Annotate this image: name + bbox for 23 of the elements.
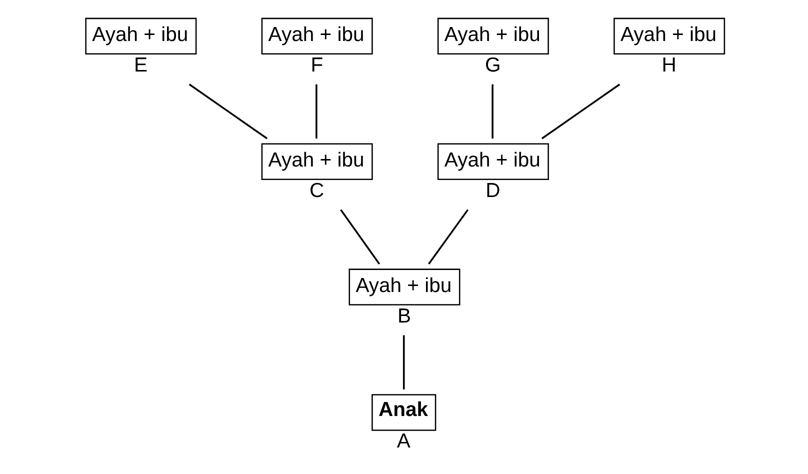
node-label: G (484, 54, 500, 76)
connector (315, 84, 317, 139)
connector (491, 84, 493, 139)
node-box: Ayah + ibu (436, 143, 548, 180)
node-label: B (397, 305, 411, 328)
node-label: A (396, 430, 410, 453)
node-box: Ayah + ibu (348, 268, 460, 306)
node-box: Ayah + ibu (613, 18, 725, 55)
node-label: F (310, 54, 323, 76)
node-label: C (308, 180, 324, 202)
node-label: E (133, 54, 148, 76)
node-box: Ayah + ibu (260, 143, 372, 180)
connector (540, 84, 620, 140)
connector (402, 335, 404, 390)
connector (428, 209, 468, 264)
node-label: D (485, 180, 500, 202)
node-label: H (661, 54, 676, 76)
connector (340, 209, 380, 264)
node-box: Ayah + ibu (260, 18, 372, 55)
node-box: Ayah + ibu (84, 18, 196, 55)
connector (188, 84, 268, 140)
node-box: Anak (371, 394, 436, 431)
node-box: Ayah + ibu (436, 18, 548, 55)
